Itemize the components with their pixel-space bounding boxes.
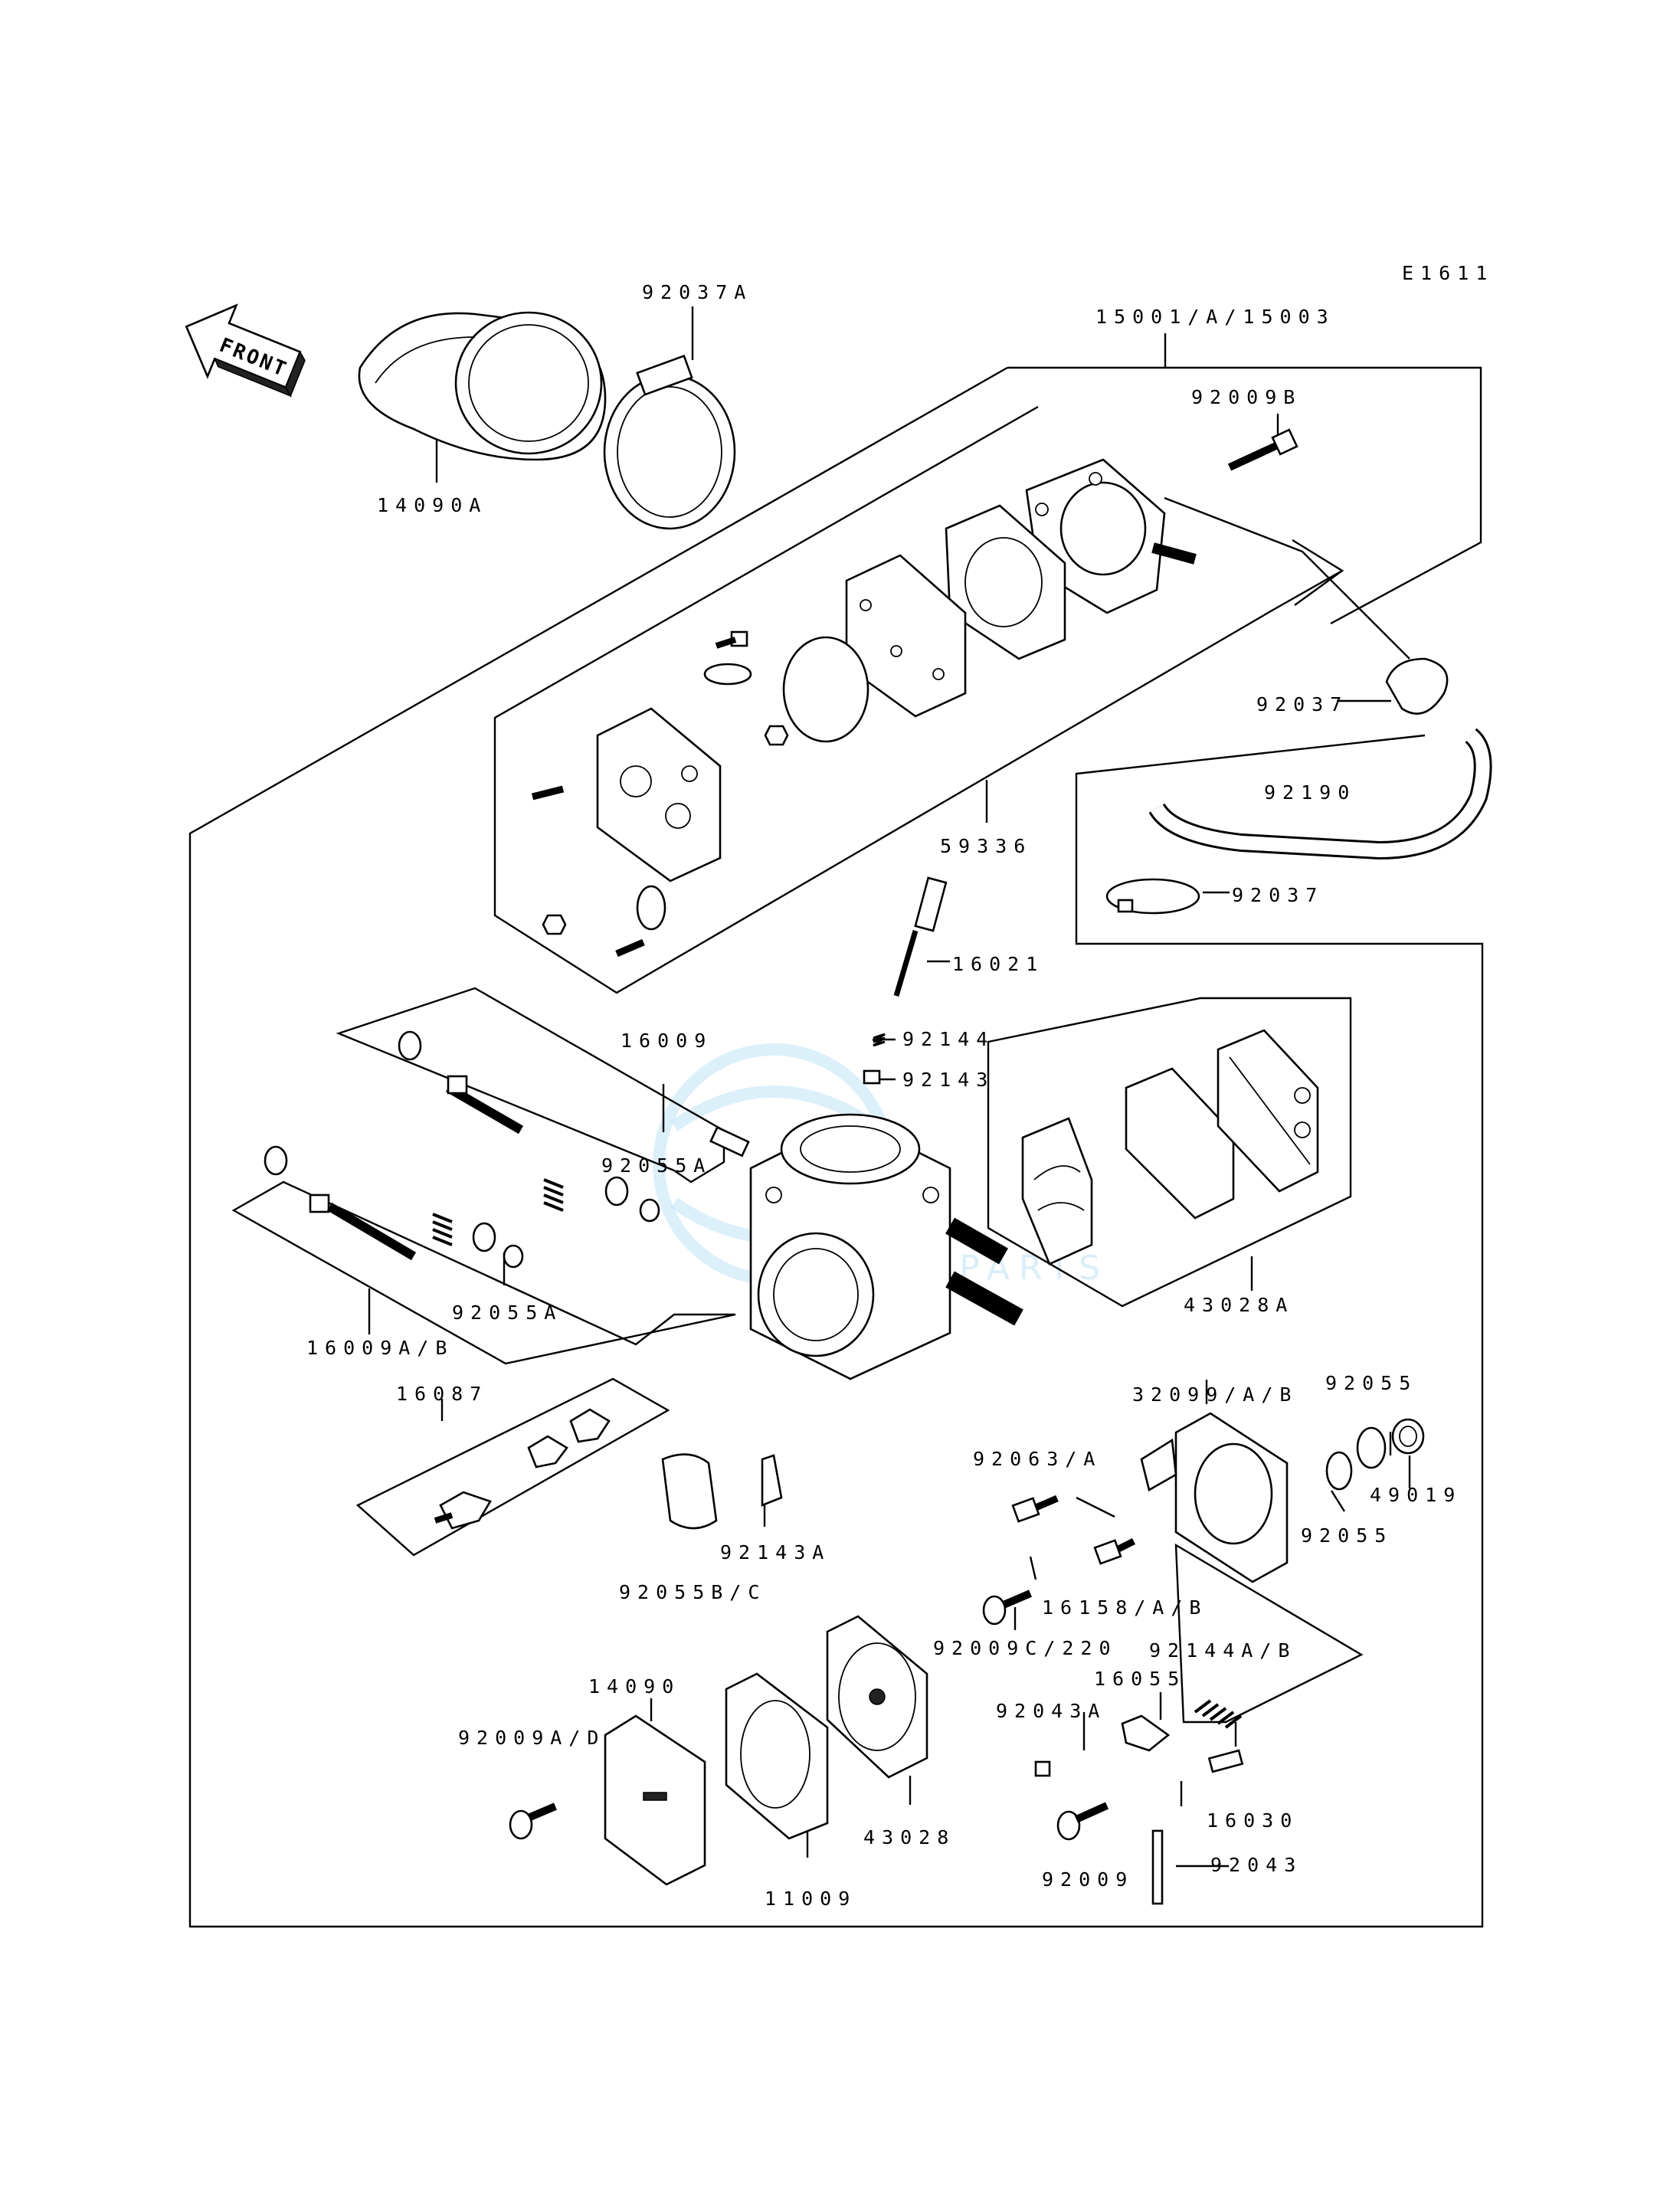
- label-92037A: 92037A: [642, 281, 752, 303]
- carburetor-body: [709, 1113, 1023, 1380]
- clip-92143A: [761, 1454, 783, 1507]
- gasket-43028A-1: [1021, 1117, 1093, 1265]
- label-11009: 11009: [765, 1888, 856, 1910]
- pump-hardware: [531, 630, 789, 958]
- pump-diaphragm: [845, 554, 967, 718]
- label-92037-upper: 92037: [1256, 693, 1348, 715]
- cover-32099: [1140, 1412, 1289, 1583]
- pump-diaphragm-disc: [782, 636, 869, 743]
- label-92144AB: 92144A/B: [1149, 1639, 1296, 1662]
- label-16021: 16021: [952, 953, 1044, 975]
- gasket-11009: [725, 1672, 829, 1840]
- diagram-code: E1611: [1402, 262, 1494, 284]
- clamp-92037-lower: [1105, 878, 1200, 915]
- hose-outline: [1075, 734, 1426, 945]
- plates-16087: [434, 1408, 611, 1530]
- needle-valve-16021: [893, 876, 948, 997]
- cover-14090: [604, 1714, 706, 1886]
- label-15001: 15001/A/15003: [1095, 306, 1335, 328]
- label-16158: 16158/A/B: [1042, 1596, 1207, 1619]
- intake-boot-14090A: [358, 311, 607, 461]
- label-92190: 92190: [1264, 781, 1356, 804]
- pump-body: [596, 707, 722, 882]
- spring-92144: [873, 1033, 886, 1047]
- plug-49019: [1391, 1418, 1425, 1455]
- pin-92043: [1151, 1829, 1164, 1905]
- label-92063: 92063/A: [973, 1448, 1102, 1470]
- label-43028A: 43028A: [1184, 1294, 1294, 1316]
- gasket-43028A-3: [1217, 1029, 1319, 1193]
- assembly-outline: [1007, 366, 1482, 625]
- label-59336: 59336: [940, 835, 1032, 857]
- plug-92043A: [1034, 1760, 1051, 1777]
- label-16030: 16030: [1207, 1809, 1298, 1832]
- label-16009AB: 16009A/B: [306, 1337, 454, 1359]
- screw-16158: [1093, 1537, 1136, 1565]
- needle-16030: [1207, 1749, 1244, 1773]
- label-43028: 43028: [863, 1826, 955, 1848]
- lever-16055: [1121, 1714, 1171, 1752]
- mixture-screw-16009: [398, 1030, 660, 1223]
- label-92009C: 92009C/220: [933, 1637, 1118, 1659]
- label-49019: 49019: [1370, 1484, 1462, 1506]
- cap-92055BC: [661, 1453, 718, 1530]
- label-92143A: 92143A: [720, 1541, 830, 1563]
- mixture-screw-16009AB: [264, 1145, 524, 1269]
- label-92143: 92143: [902, 1069, 994, 1091]
- screw-92009B: [1227, 428, 1298, 471]
- screw-92009AD: [509, 1802, 557, 1840]
- label-16087: 16087: [396, 1383, 488, 1405]
- screw-92063: [1011, 1495, 1059, 1523]
- label-92009: 92009: [1042, 1868, 1134, 1891]
- o-ring-92055-upper: [1356, 1426, 1387, 1469]
- label-92043A: 92043A: [996, 1700, 1106, 1722]
- label-32099: 32099/A/B: [1132, 1383, 1298, 1406]
- diaphragm-43028: [826, 1615, 928, 1779]
- front-direction-arrow-icon: FRONT: [185, 303, 306, 398]
- label-14090: 14090: [588, 1675, 680, 1698]
- label-92055A-upper: 92055A: [601, 1154, 712, 1177]
- clamp-92037-upper: [1385, 657, 1449, 715]
- label-14090A: 14090A: [377, 494, 487, 516]
- hose-92190: [1148, 728, 1492, 859]
- label-92055A-lower: 92055A: [452, 1302, 562, 1324]
- label-92055-upper: 92055: [1325, 1372, 1417, 1394]
- label-16055: 16055: [1094, 1668, 1186, 1690]
- hose-clamp-92037A: [603, 354, 736, 530]
- label-92009AD: 92009A/D: [458, 1727, 605, 1749]
- plug-92143: [863, 1069, 881, 1085]
- label-92055-lower: 92055: [1301, 1524, 1393, 1547]
- pump-gasket-1: [945, 504, 1066, 660]
- gasket-43028A-2: [1125, 1067, 1235, 1220]
- o-ring-92055-lower: [1325, 1451, 1353, 1491]
- label-92009B: 92009B: [1191, 386, 1302, 408]
- label-92037-lower: 92037: [1232, 884, 1324, 906]
- label-92043: 92043: [1210, 1854, 1302, 1876]
- label-92055BC: 92055B/C: [619, 1581, 766, 1603]
- screw-92009C: [982, 1590, 1032, 1626]
- label-92144: 92144: [902, 1028, 994, 1050]
- label-16009: 16009: [621, 1030, 712, 1052]
- spring-92144AB: [1194, 1699, 1243, 1729]
- screw-92009: [1056, 1802, 1109, 1841]
